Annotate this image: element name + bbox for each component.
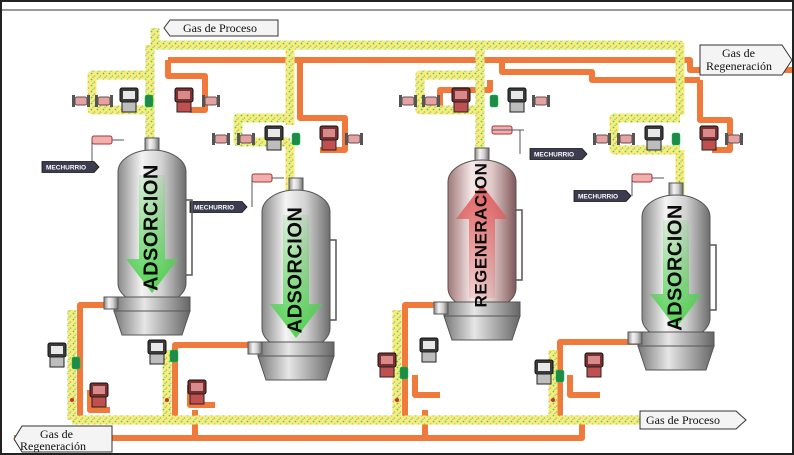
gas-regeneracion-top-tag: Gas de Regeneración bbox=[699, 44, 793, 76]
hand-valve-icon[interactable] bbox=[593, 133, 611, 145]
flow-up-arrow-icon bbox=[456, 185, 508, 298]
control-valve-icon[interactable] bbox=[534, 359, 554, 385]
motor-valve-icon[interactable] bbox=[699, 125, 719, 151]
tank-4: ADSORCION bbox=[627, 182, 717, 371]
gas-regeneracion-bottom-tag: Gas de Regeneración bbox=[13, 425, 113, 453]
check-valve-icon[interactable] bbox=[399, 366, 409, 380]
mechurrio-label: MECHURRIO bbox=[534, 151, 574, 158]
gas-proceso-bottom-tag: Gas de Proceso bbox=[639, 410, 747, 430]
check-valve-icon[interactable] bbox=[671, 132, 681, 146]
mechurrio-label: MECHURRIO bbox=[46, 164, 86, 171]
gas-regeneracion-top-label-1: Gas de bbox=[722, 46, 755, 60]
hand-valve-icon[interactable] bbox=[202, 95, 220, 107]
gas-regeneracion-bottom-label-2: Regeneración bbox=[20, 439, 86, 453]
control-valve-icon[interactable] bbox=[47, 342, 67, 368]
check-valve-icon[interactable] bbox=[489, 94, 499, 108]
tank-2: ADSORCION bbox=[247, 177, 337, 381]
gas-proceso-top-tag: Gas de Proceso bbox=[163, 19, 279, 37]
gas-regeneracion-top-label-2: Regeneración bbox=[706, 59, 772, 73]
control-valve-icon[interactable] bbox=[119, 87, 139, 113]
flow-down-arrow-icon bbox=[650, 220, 702, 328]
tank-1: ADSORCION bbox=[103, 137, 193, 336]
control-valve-icon[interactable] bbox=[264, 125, 284, 151]
junction-marker bbox=[395, 398, 399, 402]
valve-cluster-2 bbox=[212, 125, 363, 151]
process-gas-pipes bbox=[67, 28, 685, 425]
tank-3-label: REGENERACION bbox=[471, 163, 490, 308]
control-valve-icon[interactable] bbox=[507, 87, 527, 113]
mechurrio-4[interactable]: MECHURRIO bbox=[573, 173, 664, 202]
check-valve-icon[interactable] bbox=[144, 94, 154, 108]
hand-valve-icon[interactable] bbox=[95, 95, 113, 107]
mechurrio-label: MECHURRIO bbox=[194, 204, 234, 211]
gas-proceso-bottom-label: Gas de Proceso bbox=[646, 413, 720, 427]
mechurrio-3[interactable]: MECHURRIO bbox=[491, 125, 588, 160]
valve-cluster-3 bbox=[399, 87, 550, 113]
motor-valve-icon[interactable] bbox=[174, 87, 194, 113]
junction-marker bbox=[551, 398, 555, 402]
valve-cluster-8 bbox=[534, 352, 604, 385]
flow-down-arrow-icon bbox=[270, 215, 322, 338]
tank-1-label: ADSORCION bbox=[140, 164, 162, 291]
tank-4-label: ADSORCION bbox=[664, 204, 686, 331]
motor-valve-icon[interactable] bbox=[377, 352, 397, 378]
hand-valve-icon[interactable] bbox=[617, 133, 635, 145]
flow-down-arrow-icon bbox=[126, 175, 178, 293]
motor-valve-icon[interactable] bbox=[584, 352, 604, 378]
hand-valve-icon[interactable] bbox=[237, 133, 255, 145]
valve-cluster-7 bbox=[377, 337, 439, 380]
hand-valve-icon[interactable] bbox=[725, 133, 743, 145]
hand-valve-icon[interactable] bbox=[422, 95, 440, 107]
vessels: ADSORCION ADSORCION REGENERACION ADSORCION bbox=[103, 137, 717, 381]
control-valve-icon[interactable] bbox=[644, 125, 664, 151]
hand-valve-icon[interactable] bbox=[532, 95, 550, 107]
gas-regeneracion-bottom-label-1: Gas de bbox=[40, 427, 73, 441]
mechurrio-2[interactable]: MECHURRIO bbox=[189, 173, 284, 213]
gas-proceso-top-label: Gas de Proceso bbox=[183, 21, 257, 35]
flare-connections: MECHURRIO MECHURRIO MECHURRIO MECHURRIO bbox=[41, 125, 664, 213]
check-valve-icon[interactable] bbox=[71, 356, 81, 370]
hand-valve-icon[interactable] bbox=[212, 133, 230, 145]
mechurrio-label: MECHURRIO bbox=[578, 193, 618, 200]
hand-valve-icon[interactable] bbox=[345, 133, 363, 145]
tank-3: REGENERACION bbox=[433, 147, 523, 341]
mechurrio-1[interactable]: MECHURRIO bbox=[41, 135, 124, 173]
junction-marker bbox=[165, 398, 169, 402]
valve-clusters bbox=[47, 87, 743, 408]
motor-valve-icon[interactable] bbox=[451, 87, 471, 113]
valve-cluster-4 bbox=[593, 125, 743, 151]
valve-cluster-6 bbox=[147, 339, 207, 405]
control-valve-icon[interactable] bbox=[147, 339, 167, 365]
junction-marker bbox=[70, 398, 74, 402]
motor-valve-icon[interactable] bbox=[187, 379, 207, 405]
hand-valve-icon[interactable] bbox=[72, 95, 90, 107]
motor-valve-icon[interactable] bbox=[89, 382, 109, 408]
control-valve-icon[interactable] bbox=[419, 337, 439, 363]
check-valve-icon[interactable] bbox=[169, 349, 179, 363]
valve-cluster-1 bbox=[72, 87, 220, 113]
motor-valve-icon[interactable] bbox=[319, 125, 339, 151]
hand-valve-icon[interactable] bbox=[399, 95, 417, 107]
tank-2-label: ADSORCION bbox=[284, 207, 306, 334]
check-valve-icon[interactable] bbox=[555, 369, 565, 383]
check-valve-icon[interactable] bbox=[291, 132, 301, 146]
valve-cluster-5 bbox=[47, 342, 109, 408]
